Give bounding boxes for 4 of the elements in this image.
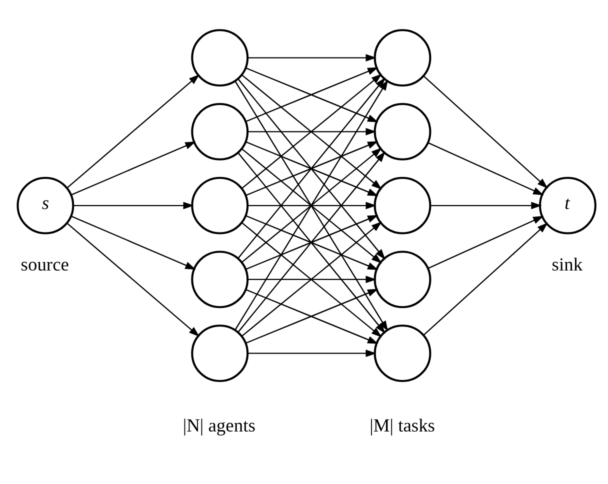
node-label: sink xyxy=(552,254,583,274)
label: |M| tasks xyxy=(370,415,435,436)
label: |N| agents xyxy=(182,415,256,436)
node-label: source xyxy=(20,254,69,274)
